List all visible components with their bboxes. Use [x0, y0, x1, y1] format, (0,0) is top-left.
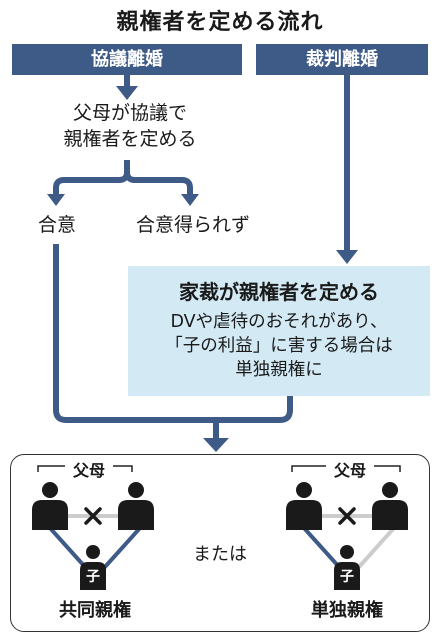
- arrow-fork-right: [124, 171, 193, 196]
- arrowhead-result: [203, 438, 229, 452]
- court-box: 家裁が親権者を定める DVや虐待のおそれがあり、 「子の利益」に害する場合は 単…: [128, 266, 430, 396]
- arrowhead-saiban: [336, 250, 358, 264]
- arrow-court-line: [216, 396, 293, 423]
- joint-parent-left-head: [42, 482, 58, 498]
- joint-parents-label: 父母: [65, 457, 113, 481]
- arrow-agree-line: [53, 244, 216, 423]
- sole-link-right-inactive: [356, 526, 396, 570]
- header-saiban-rikon: 裁判離婚: [256, 44, 428, 75]
- sole-cross-b: [338, 507, 356, 525]
- diagram-title: 親権者を定める流れ: [116, 10, 324, 35]
- joint-parent-right-body: [118, 500, 154, 530]
- court-title: 家裁が親権者を定める: [179, 280, 379, 304]
- court-note-line2: 「子の利益」に害する場合は: [165, 336, 393, 356]
- arrowhead-kyogi: [116, 86, 138, 100]
- sole-child-head: [340, 545, 354, 559]
- sole-parents-label: 父母: [326, 457, 374, 481]
- court-note-line1: DVや虐待のおそれがあり、: [170, 312, 388, 332]
- joint-cross-b: [84, 507, 102, 525]
- arrowhead-disagree: [181, 194, 199, 206]
- joint-link-right: [102, 526, 142, 570]
- step-kyogi-line2: 親権者を定める: [63, 128, 197, 150]
- sole-parent-right-body: [372, 500, 408, 530]
- joint-link-left: [48, 526, 88, 570]
- sole-child-label: 子: [340, 569, 354, 585]
- joint-child-label: 子: [86, 569, 100, 585]
- court-note-line3: 単独親権に: [235, 360, 323, 380]
- sole-link-left: [302, 526, 342, 570]
- header-kyogi-rikon: 協議離婚: [12, 44, 242, 75]
- outcome-agree: 合意: [37, 214, 76, 236]
- arrowhead-agree: [47, 194, 65, 206]
- sole-parent-right-head: [382, 482, 398, 498]
- or-label: または: [193, 544, 247, 565]
- step-kyogi-line1: 父母が協議で: [72, 102, 187, 124]
- joint-custody-label: 共同親権: [59, 600, 131, 621]
- sole-custody-label: 単独親権: [311, 600, 383, 621]
- court-note: DVや虐待のおそれがあり、 「子の利益」に害する場合は 単独親権に: [128, 310, 430, 382]
- sole-parent-left-head: [296, 482, 312, 498]
- step-kyogi: 父母が協議で 親権者を定める: [20, 100, 240, 152]
- joint-child-body: [80, 562, 106, 590]
- outcome-disagree: 合意得られず: [135, 214, 250, 236]
- joint-parent-right-head: [128, 482, 144, 498]
- joint-child-head: [86, 545, 100, 559]
- result-box: [10, 454, 430, 632]
- sole-parent-left-body: [286, 500, 322, 530]
- joint-parent-left-body: [32, 500, 68, 530]
- sole-child-body: [334, 562, 360, 590]
